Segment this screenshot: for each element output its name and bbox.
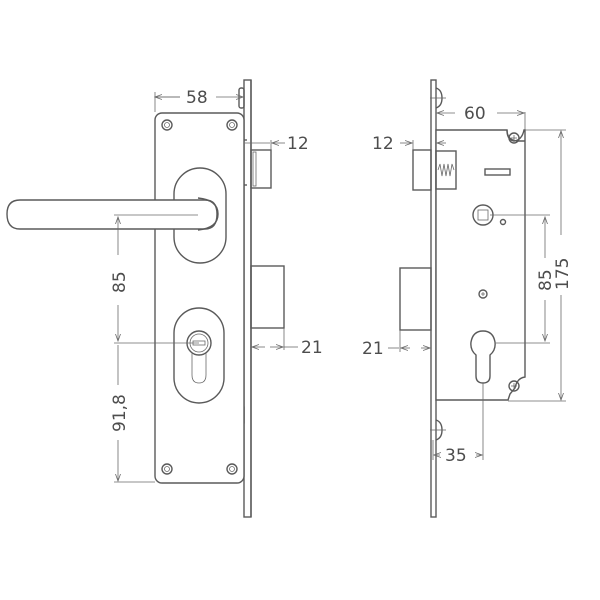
forend: [430, 79, 437, 518]
forend-screw-top: [238, 87, 245, 109]
dim-handle-to-cylinder: 85: [110, 271, 130, 293]
dim-latch-projection-side: 12: [372, 134, 394, 154]
lever-handle: [6, 199, 218, 230]
dim-deadbolt-projection: 21: [301, 338, 323, 358]
case-slot: [484, 168, 511, 176]
latch-housing: [435, 150, 457, 190]
latch-bolt: [250, 149, 272, 189]
dim-plate-width: 58: [186, 88, 208, 108]
latch-bolt-side: [412, 149, 432, 191]
dim-deadbolt-projection-side: 21: [362, 339, 384, 359]
dim-cylinder-to-bottom: 91,8: [110, 394, 130, 432]
spring-icon: [437, 163, 455, 177]
dim-handle-to-cylinder-side: 85: [536, 269, 556, 291]
dim-backset: 35: [445, 446, 467, 466]
dead-bolt-side: [399, 267, 432, 331]
forend-strip: [243, 79, 252, 518]
side-view: 60 12 21 85 175 35: [362, 79, 573, 518]
dead-bolt: [250, 265, 285, 329]
front-view: 58 12 21 85 91,8: [6, 79, 323, 518]
dim-body-depth: 60: [464, 104, 486, 124]
center-screw-icon: [478, 289, 488, 299]
dim-body-height: 175: [553, 258, 573, 290]
dim-latch-projection: 12: [287, 134, 309, 154]
plate-screw-icon: [161, 119, 238, 475]
case-screw-icon: [506, 129, 525, 392]
